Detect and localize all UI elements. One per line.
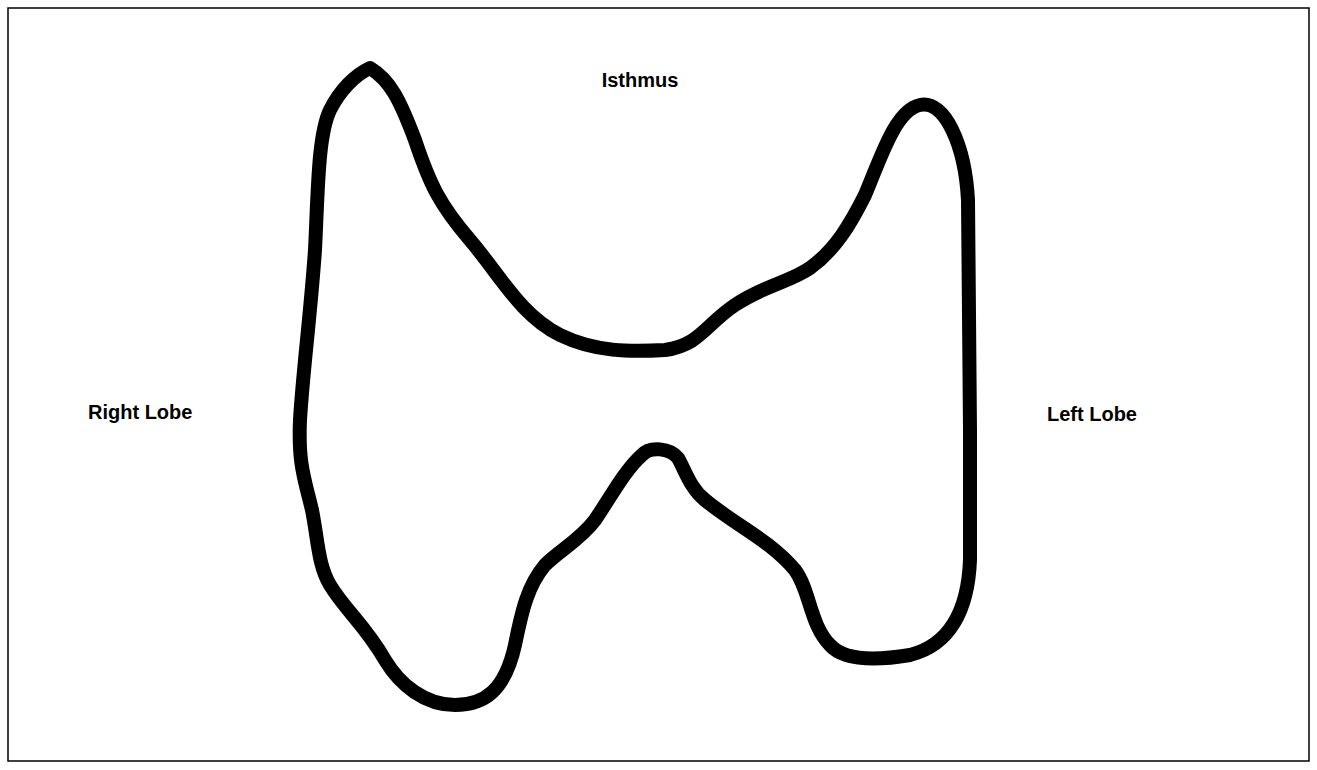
part-label: Left Lobe <box>1047 402 1137 426</box>
thyroid-outline <box>300 68 970 705</box>
part-label: Right Lobe <box>88 400 192 424</box>
part-label: Isthmus <box>602 68 679 92</box>
frame <box>8 8 1309 761</box>
